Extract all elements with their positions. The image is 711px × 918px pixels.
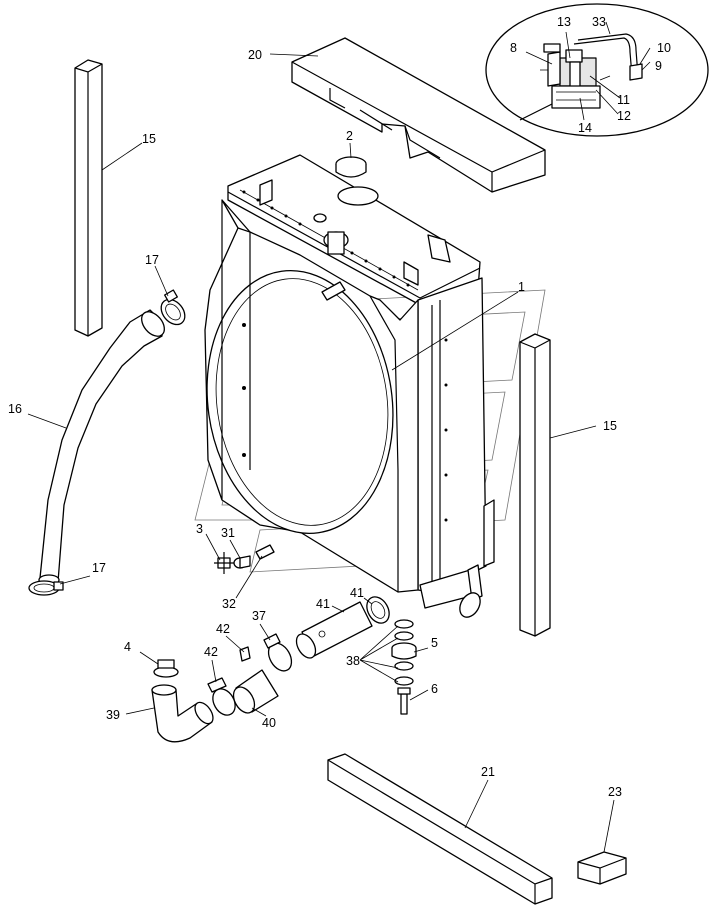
callout-33: 33: [592, 15, 606, 29]
callout-21: 21: [481, 765, 495, 779]
part-41-upper-clamp: [366, 596, 390, 624]
callout-37: 41: [316, 597, 330, 611]
part-21-foam-bar: [327, 753, 553, 905]
callout-12: 12: [617, 109, 631, 123]
callout-5: 38: [346, 654, 360, 668]
callout-1: 1: [518, 280, 525, 294]
callout-13: 13: [557, 15, 571, 29]
part-32-nipple: [255, 544, 275, 560]
callout-2: 2: [346, 129, 353, 143]
callout-9: 9: [655, 59, 662, 73]
callout-41-bottom: 4: [124, 640, 131, 654]
leader-lines: [27, 21, 651, 853]
part-39-plug: [239, 646, 251, 662]
part-20-foam-pad: [291, 37, 546, 193]
callout-15-left: 15: [142, 132, 156, 146]
part-2-filler-cap: [335, 156, 367, 178]
part-38-sleeve: [232, 669, 279, 714]
callout-8: 8: [510, 41, 517, 55]
part-15-left-bar: [74, 59, 103, 337]
part-15-right-bar: [519, 333, 551, 637]
callout-40: 39: [106, 708, 120, 722]
callout-42-lower: 42: [204, 645, 218, 659]
part-42-upper-clamp: [263, 633, 293, 672]
callout-39: 42: [216, 622, 230, 636]
callout-41-upper: 41: [350, 586, 364, 600]
part-17-lower-clamp: [28, 580, 64, 596]
part-5-washers: [394, 619, 414, 686]
part-6-bushing: [391, 642, 417, 660]
callout-labels: 20 2 15 15 17 17 16 1 3 31 32 41 41 37 4…: [8, 15, 671, 799]
callout-16: 16: [8, 402, 22, 416]
callout-11: 11: [617, 93, 630, 107]
callout-31: 31: [221, 526, 235, 540]
part-17-upper-clamp: [160, 289, 186, 326]
callout-6: 5: [431, 636, 438, 650]
part-37-pipe: [295, 601, 373, 659]
callout-17-upper: 17: [145, 253, 159, 267]
part-40-elbow: [151, 684, 214, 743]
callout-32: 32: [222, 597, 236, 611]
part-4-bolt: [397, 687, 411, 715]
callout-17-lower: 17: [92, 561, 106, 575]
part-3-drain-valve: [214, 552, 234, 574]
part-42-lower-clamp: [207, 677, 236, 716]
callout-20: 20: [248, 48, 262, 62]
part-1-radiator: [204, 154, 495, 618]
callout-4: 6: [431, 682, 438, 696]
callout-10: 10: [657, 41, 671, 55]
callout-3: 3: [196, 522, 203, 536]
part-41-lower-clamp: [153, 659, 179, 678]
part-31-fitting: [233, 555, 251, 569]
part-16-upper-hose: [38, 309, 165, 586]
callout-23: 23: [608, 785, 622, 799]
detail-inset: [485, 3, 709, 137]
callout-15-right: 15: [603, 419, 617, 433]
callout-14: 14: [578, 121, 592, 135]
callout-42-upper: 37: [252, 609, 266, 623]
part-23-block: [577, 851, 627, 885]
callout-38: 40: [262, 716, 276, 730]
